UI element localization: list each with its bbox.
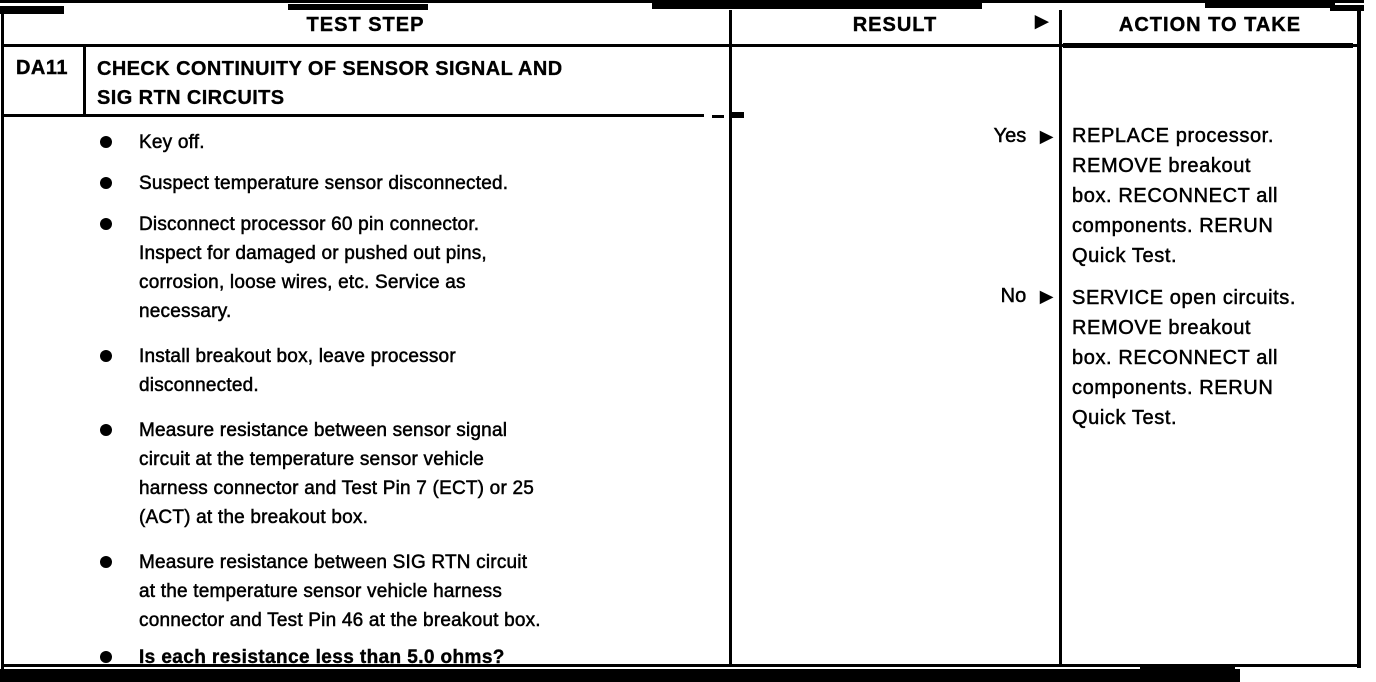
column-header-test-step: TEST STEP [306, 14, 425, 36]
table-border-left [1, 8, 4, 680]
step-header-underline [2, 114, 704, 117]
table-border-bottom-bar [0, 669, 1240, 682]
bullet-icon [100, 424, 112, 436]
table-border-bottom [1, 664, 1361, 667]
action-for-yes: REPLACE processor. REMOVE breakout box. … [1072, 125, 1279, 268]
bullet-text: Install breakout box, leave processor di… [139, 346, 456, 397]
bullet-text: Suspect temperature sensor disconnected. [139, 173, 509, 195]
bullet-icon [100, 218, 112, 230]
bullet-text: Is each resistance less than 5.0 ohms? [139, 647, 505, 668]
bullet-icon [100, 556, 112, 568]
test-step-question-bullet: Is each resistance less than 5.0 ohms? [98, 643, 698, 672]
column-header-result: RESULT [852, 14, 938, 36]
step-header-underline-dash [712, 115, 724, 118]
header-row-underline [2, 44, 1358, 47]
table-border-bottom-artifact [1140, 666, 1235, 672]
step-id-cell-divider [83, 46, 86, 117]
bullet-text: Disconnect processor 60 pin connector. I… [139, 214, 487, 323]
table-border-top-artifact [1330, 5, 1364, 11]
table-border-top-artifact [0, 6, 64, 14]
bullet-icon [100, 350, 112, 362]
result-no: No ► [858, 285, 1058, 308]
test-step-bullet: Install breakout box, leave processor di… [98, 342, 698, 400]
bullet-text: Key off. [139, 132, 205, 154]
result-yes-arrow-icon: ► [1035, 123, 1058, 149]
test-step-title: CHECK CONTINUITY OF SENSOR SIGNAL AND SI… [97, 58, 563, 109]
result-no-arrow-icon: ► [1035, 283, 1058, 309]
test-step-bullet: Key off. [98, 128, 698, 157]
table-border-top-artifact [288, 4, 428, 10]
action-for-no: SERVICE open circuits. REMOVE breakout b… [1072, 287, 1297, 430]
result-yes-label: Yes [993, 125, 1027, 148]
bullet-icon [100, 177, 112, 189]
table-border-top-artifact [1205, 2, 1335, 8]
table-border-top-artifact [652, 3, 982, 9]
bullet-icon [100, 136, 112, 148]
test-step-bullet-list: Key off. Suspect temperature sensor disc… [98, 128, 698, 682]
test-step-bullet: Disconnect processor 60 pin connector. I… [98, 210, 698, 326]
table-border-top [0, 0, 1364, 3]
result-no-label: No [1000, 285, 1027, 308]
test-step-bullet: Measure resistance between SIG RTN circu… [98, 548, 698, 635]
bullet-text: Measure resistance between SIG RTN circu… [139, 552, 541, 632]
test-step-bullet: Suspect temperature sensor disconnected. [98, 169, 698, 198]
test-step-id: DA11 [15, 57, 69, 79]
column-divider-action [1059, 10, 1062, 667]
result-header-arrow-icon: ► [1030, 8, 1054, 35]
table-border-right [1357, 8, 1361, 668]
result-yes: Yes ► [858, 125, 1058, 148]
bullet-text: Measure resistance between sensor signal… [139, 420, 534, 529]
header-row-underline-artifact [1063, 43, 1353, 48]
bullet-icon [100, 651, 112, 663]
step-header-underline-dash [730, 112, 744, 118]
column-divider-result [729, 10, 732, 667]
test-step-bullet: Measure resistance between sensor signal… [98, 416, 698, 532]
column-header-action-to-take: ACTION TO TAKE [1118, 14, 1302, 36]
